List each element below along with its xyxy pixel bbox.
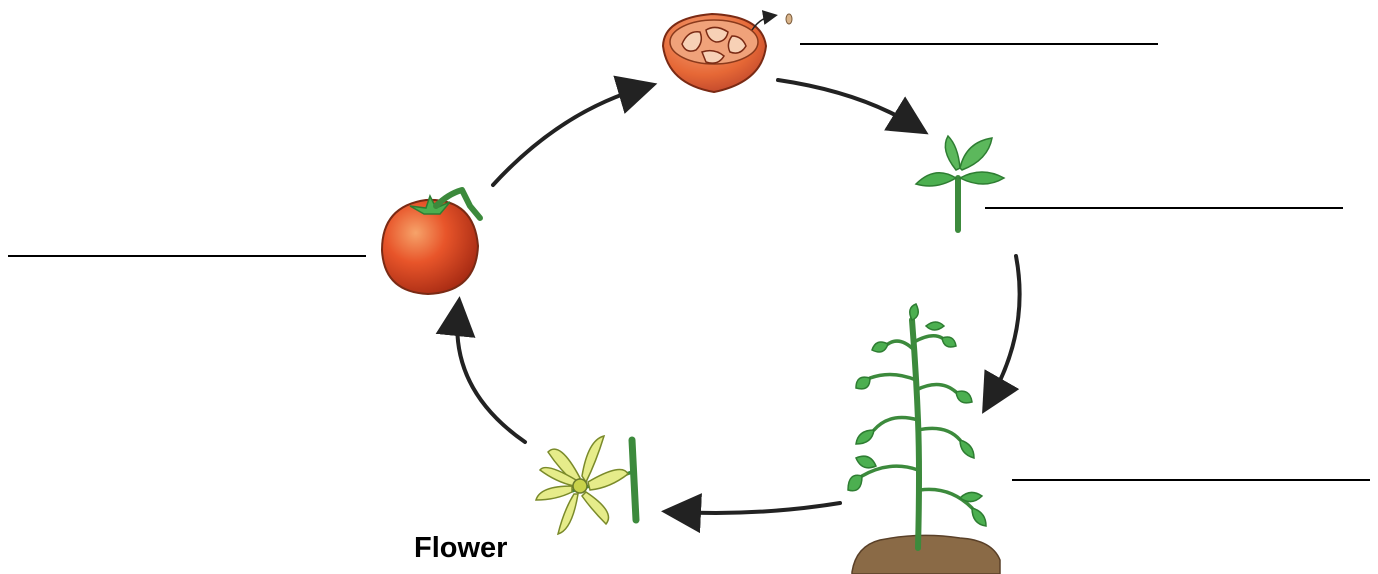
arrow-seed-to-seedling	[778, 80, 915, 126]
seedling-leaf-left	[916, 173, 956, 186]
flower-stem	[632, 440, 636, 520]
arrow-seedling-to-plant	[990, 256, 1020, 400]
arrow-flower-to-fruit	[457, 312, 525, 442]
answer-lines	[8, 44, 1370, 480]
seedling-stage-illustration	[916, 136, 1004, 230]
seedling-true-leaf-right	[960, 138, 992, 170]
arrow-fruit-to-seed	[493, 88, 642, 185]
seed-stage-illustration	[663, 14, 792, 92]
single-seed	[786, 14, 792, 24]
flower-label: Flower	[414, 532, 507, 564]
seedling-leaf-right	[960, 172, 1004, 184]
fruit-stage-illustration	[382, 190, 480, 294]
plant-stage-illustration	[848, 304, 1000, 574]
plant-main-stem	[912, 320, 919, 548]
soil-mound	[852, 535, 1000, 574]
flower-stage-illustration	[536, 436, 636, 534]
seedling-true-leaf-left	[945, 136, 960, 170]
arrow-plant-to-flower	[677, 503, 840, 513]
flower-center	[573, 479, 587, 493]
cycle-arrows	[457, 80, 1019, 513]
